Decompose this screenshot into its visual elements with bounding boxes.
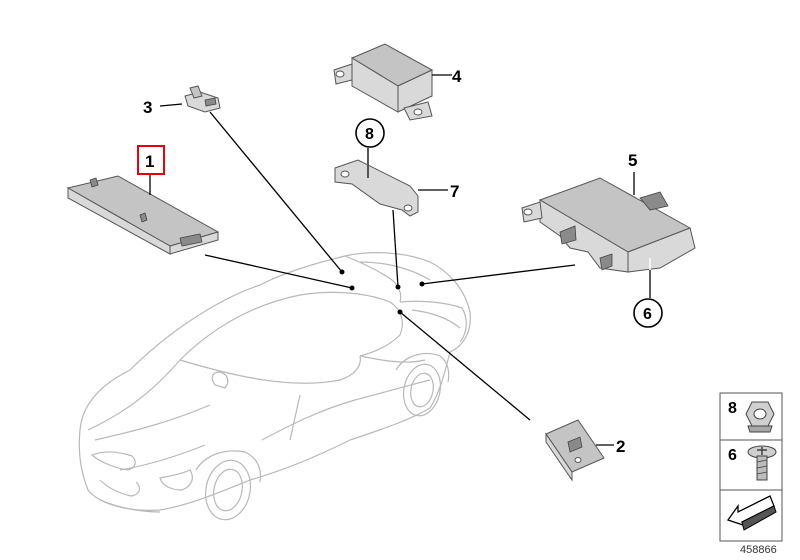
part-1-highlight-box [137,145,165,175]
callout-1[interactable]: 1 [145,152,154,171]
callout-6[interactable]: 6 [643,306,652,323]
diagram-id-number: 458866 [740,544,777,556]
callout-8-circle [355,118,385,148]
legend-item-6-label: 6 [728,447,737,464]
callout-3-tick [159,103,183,107]
fastener-legend: 8 6 [719,392,783,542]
arrow-icon [726,495,777,531]
callout-8[interactable]: 8 [365,126,374,143]
leader-line-1 [204,254,353,289]
leader-dot-3 [339,269,345,275]
callout-3[interactable]: 3 [143,98,152,117]
car-outline [78,252,471,521]
callout-2[interactable]: 2 [616,437,625,456]
part-3-sensor[interactable] [184,85,221,113]
callout-4[interactable]: 4 [452,67,462,86]
part-4-module[interactable] [333,43,434,121]
part-1-control-module[interactable] [66,175,220,255]
leader-dot-5 [419,281,425,287]
callout-7[interactable]: 7 [450,182,459,201]
torx-screw-icon [747,445,777,481]
leader-line-3 [209,111,343,273]
leader-dot-2 [397,309,403,315]
leader-dot-7 [395,284,401,290]
callout-5[interactable]: 5 [628,151,637,170]
leader-line-2 [399,311,531,421]
part-7-bracket[interactable] [334,148,419,217]
hex-nut-icon [745,401,775,433]
leader-line-5 [421,264,576,285]
leader-dot-1 [349,285,355,291]
callout-6-circle [633,298,663,328]
leader-lines [204,111,576,421]
legend-item-8-label: 8 [728,400,737,417]
leader-line-7 [392,209,399,288]
part-2-plate-module[interactable] [545,419,605,482]
part-5-large-module[interactable] [521,177,696,274]
